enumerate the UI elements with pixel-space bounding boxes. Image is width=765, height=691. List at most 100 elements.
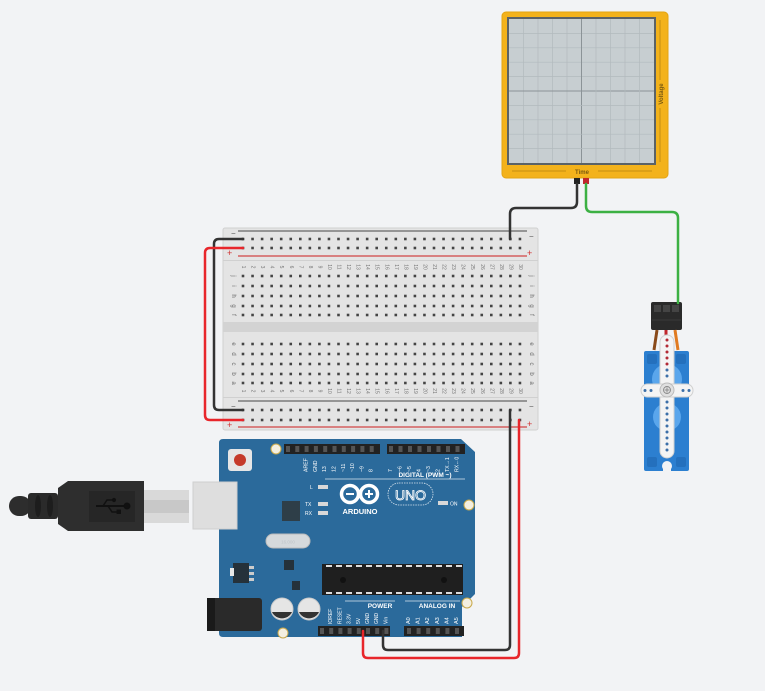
breadboard-hole[interactable] <box>318 381 321 385</box>
breadboard-hole[interactable] <box>270 381 273 385</box>
breadboard-hole[interactable] <box>241 274 245 278</box>
breadboard-hole[interactable] <box>251 304 254 308</box>
breadboard-hole[interactable] <box>337 362 340 366</box>
breadboard-hole[interactable] <box>461 313 464 317</box>
breadboard-hole[interactable] <box>289 304 293 308</box>
breadboard-hole[interactable] <box>518 274 522 278</box>
breadboard-hole[interactable] <box>461 284 464 288</box>
breadboard-hole[interactable] <box>518 237 522 241</box>
breadboard-hole[interactable] <box>260 304 264 308</box>
breadboard-hole[interactable] <box>451 372 455 376</box>
breadboard-hole[interactable] <box>461 352 464 356</box>
breadboard-hole[interactable] <box>365 274 369 278</box>
breadboard-hole[interactable] <box>404 304 407 308</box>
breadboard-hole[interactable] <box>308 237 312 241</box>
breadboard-hole[interactable] <box>490 237 493 241</box>
breadboard-hole[interactable] <box>432 342 436 346</box>
breadboard-hole[interactable] <box>260 237 264 241</box>
breadboard-hole[interactable] <box>318 246 321 250</box>
breadboard-hole[interactable] <box>327 313 331 317</box>
breadboard-hole[interactable] <box>327 362 331 366</box>
breadboard-hole[interactable] <box>490 246 493 250</box>
breadboard-hole[interactable] <box>490 313 493 317</box>
breadboard-hole[interactable] <box>327 381 331 385</box>
breadboard-hole[interactable] <box>365 342 369 346</box>
breadboard-hole[interactable] <box>318 418 321 422</box>
breadboard-hole[interactable] <box>308 418 312 422</box>
breadboard-hole[interactable] <box>279 274 283 278</box>
breadboard-hole[interactable] <box>299 246 302 250</box>
breadboard-hole[interactable] <box>499 246 503 250</box>
breadboard-hole[interactable] <box>318 284 321 288</box>
breadboard-hole[interactable] <box>423 342 426 346</box>
breadboard-hole[interactable] <box>337 313 340 317</box>
breadboard-hole[interactable] <box>509 284 512 288</box>
breadboard-hole[interactable] <box>490 352 493 356</box>
breadboard-hole[interactable] <box>394 284 398 288</box>
breadboard-hole[interactable] <box>451 246 455 250</box>
breadboard-hole[interactable] <box>518 294 522 298</box>
breadboard-hole[interactable] <box>299 294 302 298</box>
breadboard-hole[interactable] <box>480 294 484 298</box>
breadboard-hole[interactable] <box>404 418 407 422</box>
breadboard-hole[interactable] <box>499 284 503 288</box>
breadboard-hole[interactable] <box>499 418 503 422</box>
breadboard-hole[interactable] <box>270 246 273 250</box>
breadboard-hole[interactable] <box>442 304 445 308</box>
breadboard-hole[interactable] <box>260 342 264 346</box>
breadboard-hole[interactable] <box>461 362 464 366</box>
breadboard-hole[interactable] <box>480 342 484 346</box>
breadboard-hole[interactable] <box>480 313 484 317</box>
breadboard-hole[interactable] <box>451 274 455 278</box>
breadboard-hole[interactable] <box>299 313 302 317</box>
breadboard-hole[interactable] <box>451 237 455 241</box>
breadboard-hole[interactable] <box>413 342 417 346</box>
breadboard-hole[interactable] <box>270 304 273 308</box>
breadboard-hole[interactable] <box>270 352 273 356</box>
breadboard-hole[interactable] <box>318 342 321 346</box>
breadboard-hole[interactable] <box>241 362 245 366</box>
breadboard-hole[interactable] <box>299 418 302 422</box>
breadboard-hole[interactable] <box>356 274 359 278</box>
breadboard-hole[interactable] <box>356 381 359 385</box>
breadboard-hole[interactable] <box>337 408 340 412</box>
breadboard-hole[interactable] <box>260 352 264 356</box>
breadboard-hole[interactable] <box>327 304 331 308</box>
breadboard-hole[interactable] <box>375 362 378 366</box>
breadboard-hole[interactable] <box>461 418 464 422</box>
breadboard-hole[interactable] <box>509 372 512 376</box>
breadboard-hole[interactable] <box>451 304 455 308</box>
breadboard-hole[interactable] <box>241 313 245 317</box>
breadboard-hole[interactable] <box>289 381 293 385</box>
breadboard-hole[interactable] <box>480 372 484 376</box>
breadboard-hole[interactable] <box>375 237 378 241</box>
breadboard-hole[interactable] <box>404 237 407 241</box>
breadboard-hole[interactable] <box>289 418 293 422</box>
breadboard-hole[interactable] <box>337 418 340 422</box>
breadboard-hole[interactable] <box>318 294 321 298</box>
breadboard-hole[interactable] <box>518 381 522 385</box>
breadboard-hole[interactable] <box>384 274 388 278</box>
breadboard-hole[interactable] <box>499 342 503 346</box>
breadboard-hole[interactable] <box>394 304 398 308</box>
breadboard-hole[interactable] <box>299 237 302 241</box>
breadboard-hole[interactable] <box>490 408 493 412</box>
breadboard-hole[interactable] <box>490 342 493 346</box>
breadboard-hole[interactable] <box>260 294 264 298</box>
breadboard-hole[interactable] <box>451 284 455 288</box>
breadboard-hole[interactable] <box>289 237 293 241</box>
breadboard-hole[interactable] <box>451 294 455 298</box>
breadboard-hole[interactable] <box>375 372 378 376</box>
breadboard-hole[interactable] <box>375 352 378 356</box>
breadboard-hole[interactable] <box>461 274 464 278</box>
breadboard-hole[interactable] <box>490 362 493 366</box>
breadboard-hole[interactable] <box>299 372 302 376</box>
breadboard-hole[interactable] <box>423 284 426 288</box>
breadboard-hole[interactable] <box>251 342 254 346</box>
breadboard-hole[interactable] <box>270 237 273 241</box>
breadboard-hole[interactable] <box>413 372 417 376</box>
breadboard-hole[interactable] <box>499 304 503 308</box>
breadboard-hole[interactable] <box>432 362 436 366</box>
breadboard-hole[interactable] <box>327 274 331 278</box>
analog-header[interactable] <box>404 626 464 636</box>
